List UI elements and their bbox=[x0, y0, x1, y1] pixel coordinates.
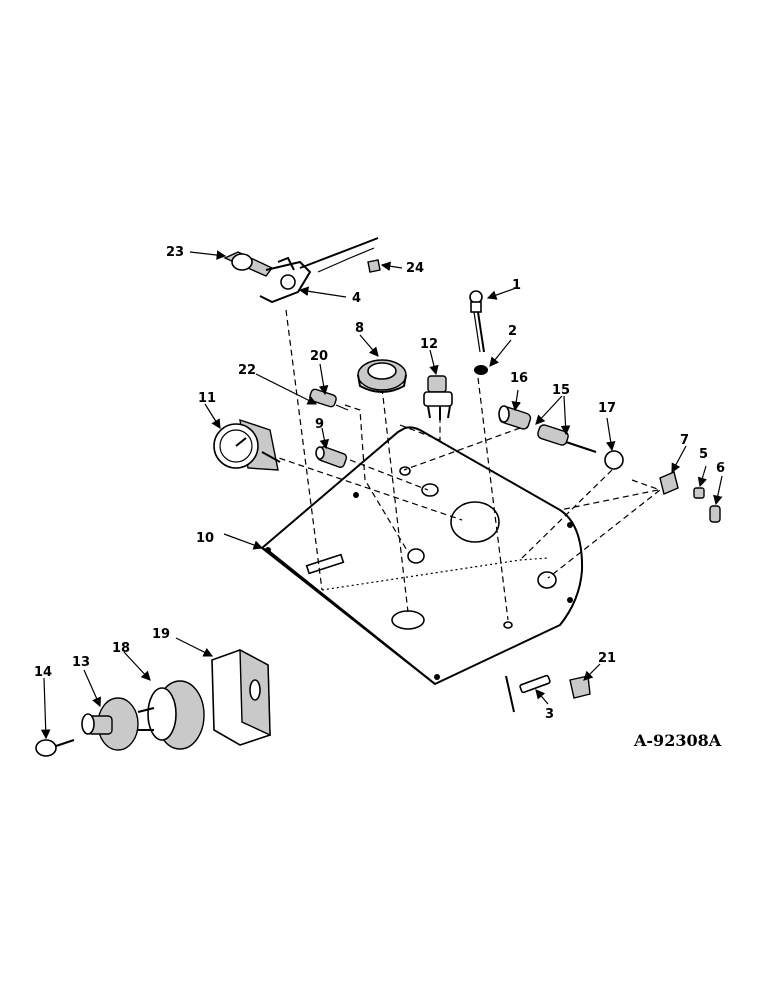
callout-10: 10 bbox=[196, 531, 214, 546]
callout-9: 9 bbox=[315, 417, 324, 432]
assembly-leader-lines bbox=[269, 309, 662, 621]
bracket-part bbox=[659, 471, 679, 495]
callout-2: 2 bbox=[508, 324, 517, 339]
callout-23: 23 bbox=[166, 245, 184, 260]
callout-1: 1 bbox=[512, 278, 521, 293]
light-switch bbox=[81, 697, 155, 751]
ignition-key bbox=[35, 739, 75, 757]
clip-21-part bbox=[569, 675, 591, 699]
callout-15: 15 bbox=[552, 383, 570, 398]
callout-17: 17 bbox=[598, 401, 616, 416]
callout-18: 18 bbox=[112, 641, 130, 656]
callout-5: 5 bbox=[699, 447, 708, 462]
mounting-bracket bbox=[211, 648, 271, 746]
screw-part bbox=[693, 487, 705, 499]
washer-part bbox=[474, 365, 488, 375]
callout-labels: 1 2 3 4 5 6 7 8 9 10 11 12 13 14 15 16 1… bbox=[34, 245, 725, 722]
callout-6: 6 bbox=[716, 461, 725, 476]
nut-part bbox=[604, 450, 624, 470]
pin-part bbox=[505, 675, 515, 713]
bolt-part bbox=[709, 505, 721, 523]
callout-21: 21 bbox=[598, 651, 616, 666]
callout-19: 19 bbox=[152, 627, 170, 642]
callout-8: 8 bbox=[355, 321, 364, 336]
grommet-part bbox=[357, 359, 407, 393]
ignition-switch bbox=[423, 375, 453, 420]
strap-part bbox=[519, 674, 551, 694]
choke-knob-rod bbox=[469, 290, 485, 353]
figure-reference: A-92308A bbox=[633, 731, 722, 750]
callout-12: 12 bbox=[420, 337, 438, 352]
callout-22: 22 bbox=[238, 363, 256, 378]
gauge-opening bbox=[450, 501, 500, 543]
callout-7: 7 bbox=[680, 433, 689, 448]
callout-arrows bbox=[40, 250, 723, 740]
socket-part bbox=[315, 446, 348, 468]
indicator-light bbox=[498, 405, 597, 453]
callout-11: 11 bbox=[198, 391, 216, 406]
instrument-panel-plate bbox=[260, 426, 584, 686]
callout-16: 16 bbox=[510, 371, 528, 386]
callout-4: 4 bbox=[352, 291, 361, 306]
throttle-lever-assembly bbox=[223, 237, 379, 304]
clip-part bbox=[367, 259, 381, 273]
callout-13: 13 bbox=[72, 655, 90, 670]
wire-connector bbox=[309, 388, 349, 411]
callout-24: 24 bbox=[406, 261, 424, 276]
callout-14: 14 bbox=[34, 665, 52, 680]
callout-3: 3 bbox=[545, 707, 554, 722]
callout-20: 20 bbox=[310, 349, 328, 364]
bezel-ring bbox=[147, 680, 205, 750]
gauge-part bbox=[213, 418, 281, 471]
